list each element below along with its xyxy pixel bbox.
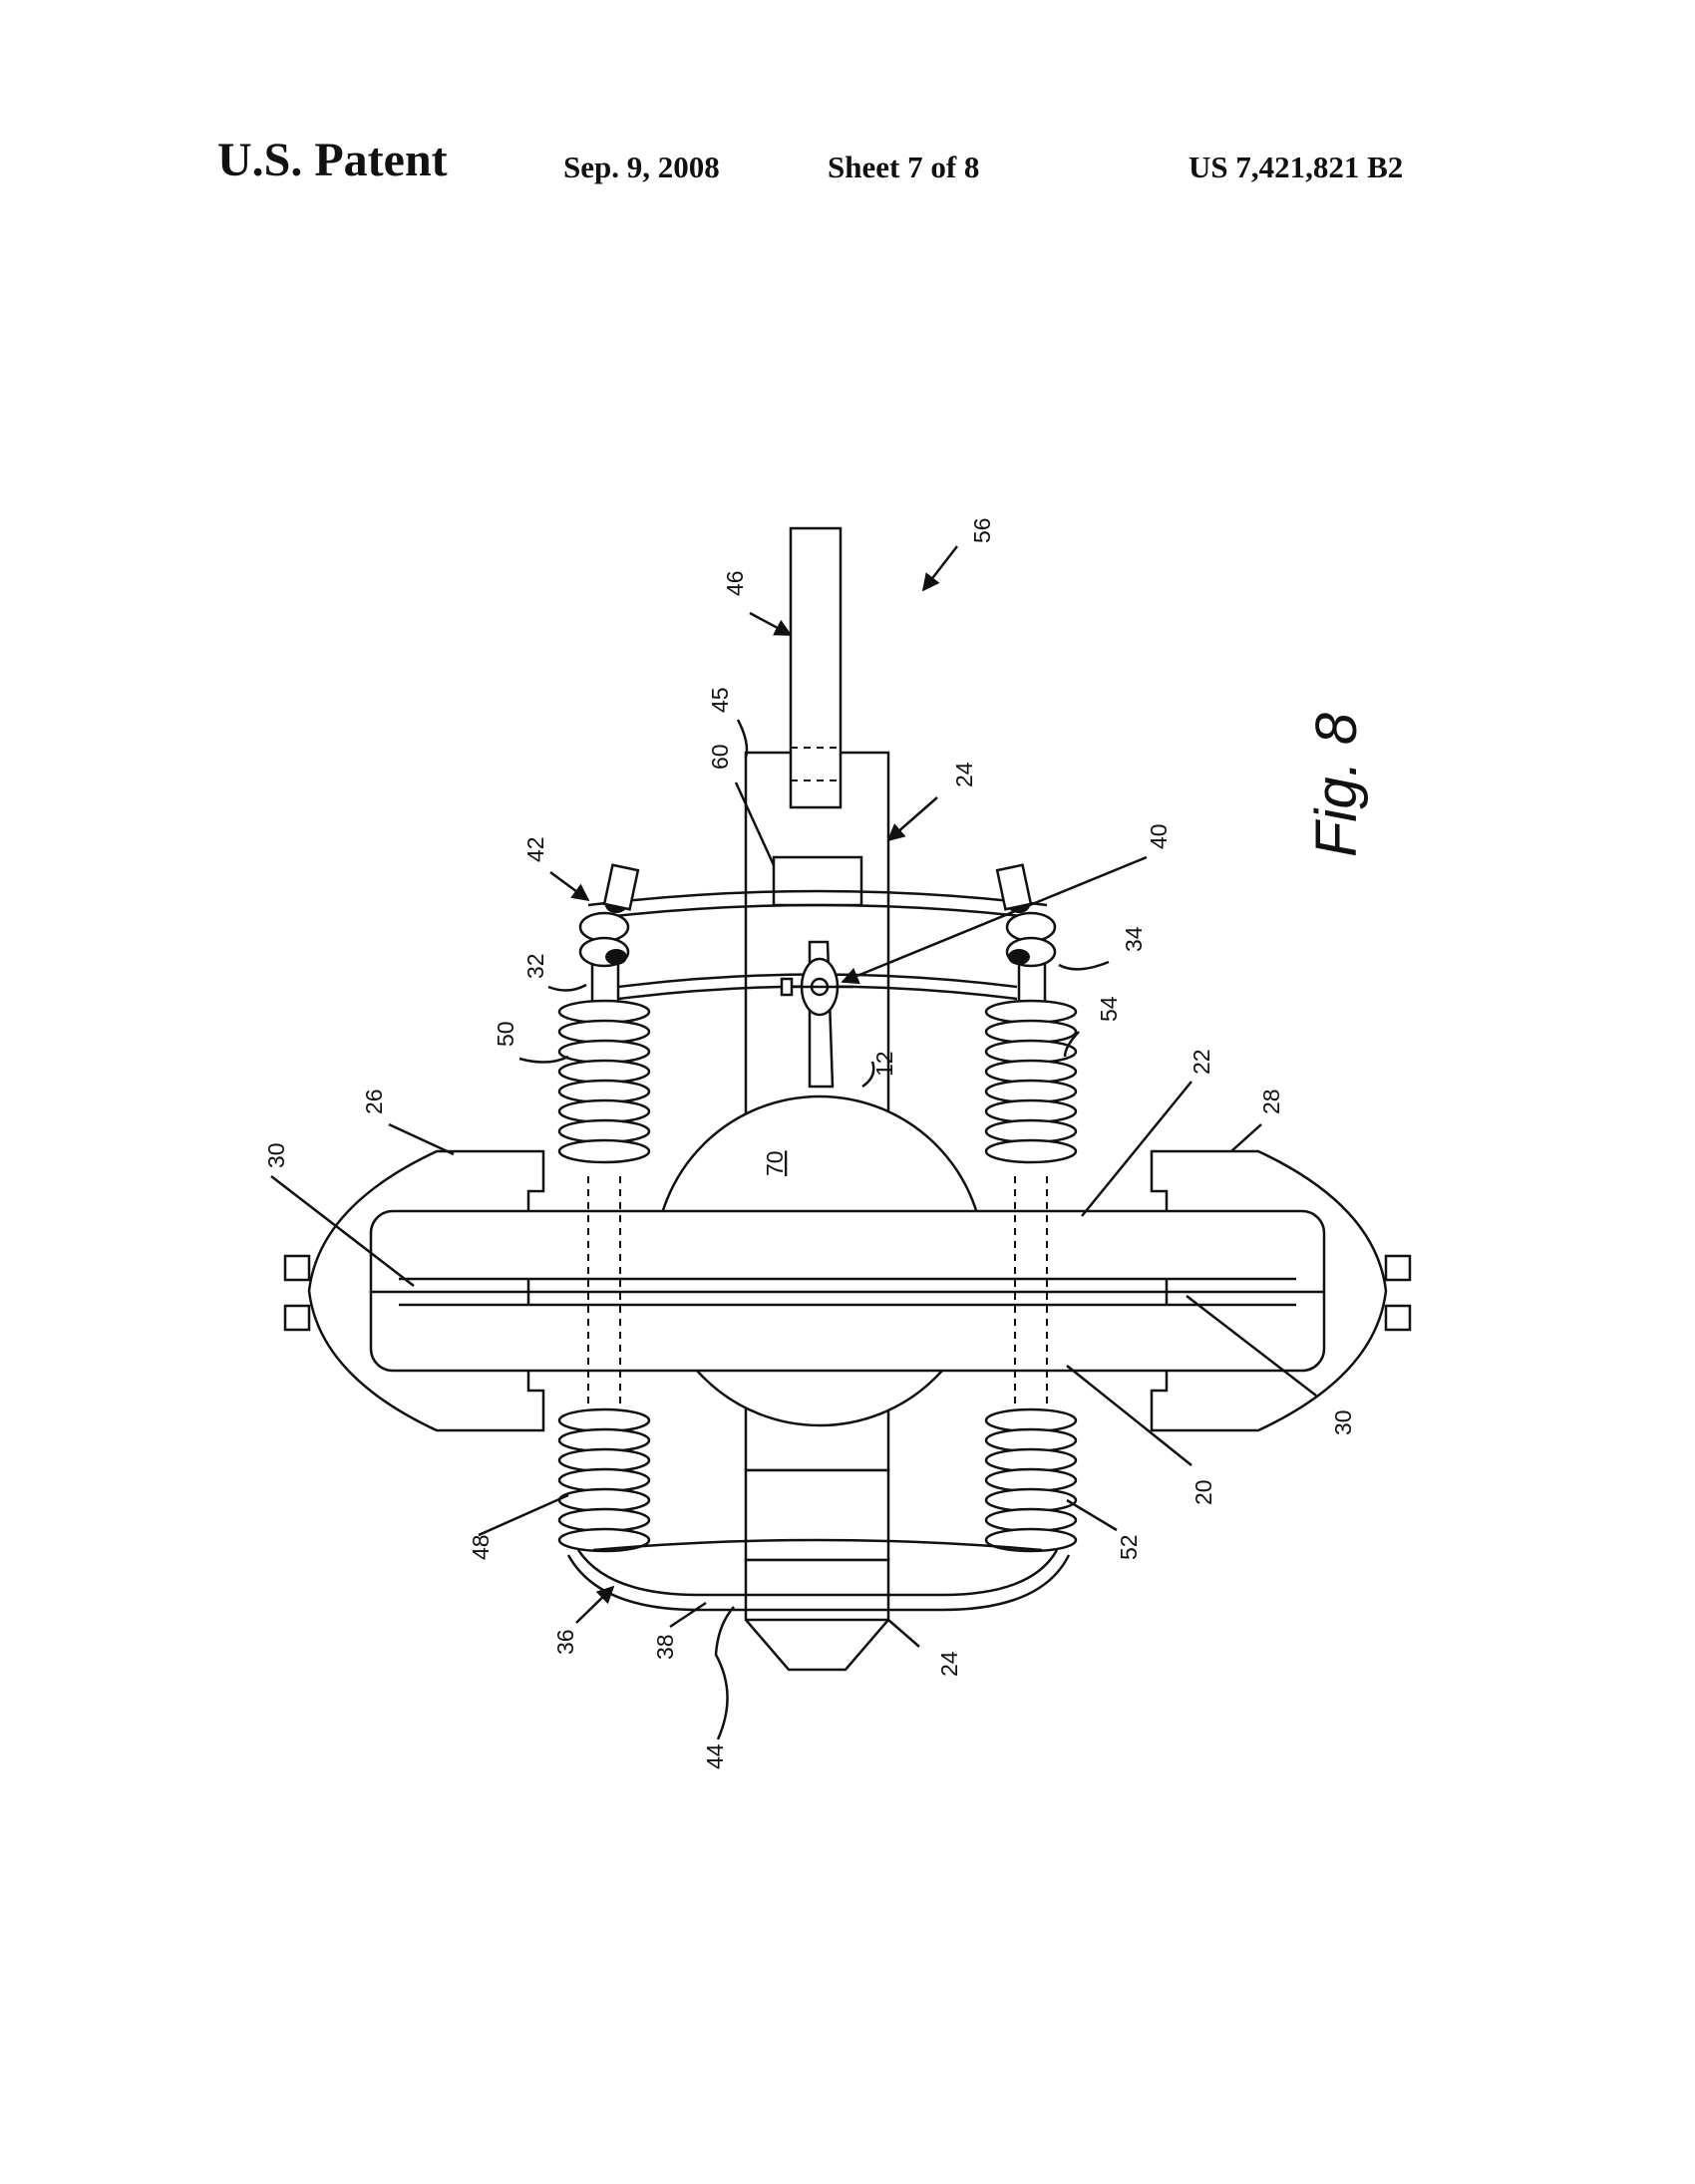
ref-50: 50 [493, 1021, 518, 1047]
spring-bottom-left [557, 1407, 651, 1553]
ref-40: 40 [1146, 823, 1172, 849]
ref-24-bottom: 24 [936, 1651, 962, 1677]
ref-46: 46 [722, 570, 748, 596]
handle-bar [789, 526, 843, 809]
spring-top-left [557, 999, 651, 1164]
lower-strap [566, 1538, 1071, 1612]
reference-numerals: 46 56 45 60 24 42 40 32 34 50 54 12 22 2… [263, 517, 1356, 1769]
spring-bottom-right [984, 1407, 1078, 1553]
ref-54: 54 [1096, 996, 1122, 1022]
ref-42: 42 [522, 836, 548, 862]
ref-56: 56 [969, 517, 995, 543]
upper-strap [578, 863, 1057, 1001]
ref-38: 38 [652, 1634, 678, 1660]
ref-24-top: 24 [951, 762, 977, 787]
figure-label: Fig. 8 [1304, 713, 1369, 857]
latch-plate [780, 940, 853, 1089]
ref-44: 44 [702, 1743, 728, 1769]
leader-lines [270, 545, 1317, 1740]
publication-type: U.S. Patent [217, 134, 448, 186]
ref-32: 32 [522, 953, 548, 979]
ref-22: 22 [1188, 1049, 1214, 1075]
ref-28: 28 [1258, 1089, 1284, 1114]
ref-30-left: 30 [263, 1142, 289, 1168]
clamp-bars [369, 1209, 1326, 1373]
ref-52: 52 [1116, 1534, 1142, 1560]
ref-26: 26 [361, 1089, 387, 1114]
ref-34: 34 [1121, 926, 1147, 952]
ref-12: 12 [871, 1051, 897, 1077]
patent-number: US 7,421,821 B2 [1188, 150, 1404, 184]
ref-60: 60 [707, 744, 733, 770]
ref-30-right: 30 [1330, 1409, 1356, 1435]
ref-48: 48 [468, 1534, 494, 1560]
ref-45: 45 [707, 687, 733, 713]
sheet-number: Sheet 7 of 8 [828, 150, 980, 184]
ref-20: 20 [1190, 1479, 1216, 1505]
ref-36: 36 [552, 1629, 578, 1655]
ref-70: 70 [762, 1150, 788, 1176]
publication-date: Sep. 9, 2008 [563, 150, 720, 184]
spring-top-right [984, 999, 1078, 1164]
